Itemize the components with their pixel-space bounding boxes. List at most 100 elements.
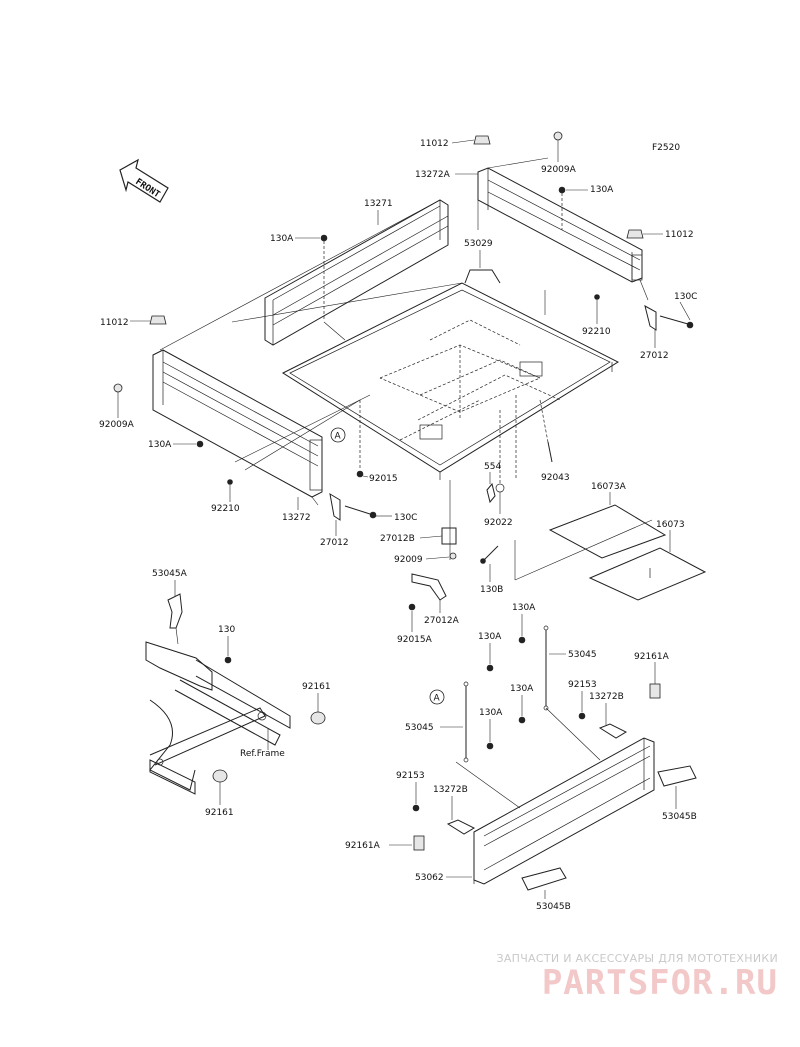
label-92161A-left: 92161A: [345, 841, 381, 851]
label-13272: 13272: [282, 513, 311, 523]
label-92043: 92043: [541, 473, 570, 483]
label-53045B-bottom: 53045B: [536, 902, 571, 912]
watermark-logo: PARTSFOR.RU: [541, 963, 778, 1003]
edge-line-2: [231, 282, 463, 323]
nut-92015: [356, 470, 364, 478]
label-92210-right: 92210: [582, 327, 611, 337]
label-130A-top-right: 130A: [590, 185, 614, 195]
mat-16073A: [548, 504, 667, 559]
label-92015: 92015: [369, 474, 398, 484]
front-panel-13272: [152, 349, 323, 506]
bolt-130B: [480, 545, 499, 564]
cap-11012-right: [626, 229, 644, 239]
pin-554: [486, 482, 496, 504]
bolt-130A-top-right: [558, 186, 566, 194]
nut-92153-left: [412, 804, 420, 812]
label-92161A-right: 92161A: [634, 652, 670, 662]
bolt-92043: [539, 399, 553, 463]
label-27012-right: 27012: [640, 351, 669, 361]
bolt-130A-m1: [518, 636, 526, 644]
label-53045B-right: 53045B: [662, 812, 697, 822]
nut-92210-right: [594, 294, 600, 300]
label-27012A: 27012A: [424, 616, 460, 626]
clip-92009A-left: [113, 383, 123, 393]
label-11012-left: 11012: [100, 318, 129, 328]
label-130-frame: 130: [218, 625, 235, 635]
edge-line-6: [244, 399, 361, 471]
mat-leader: [514, 519, 653, 581]
hinge-27012-right: [644, 305, 657, 331]
front-arrow-icon: FRONT: [119, 158, 169, 203]
label-11012-top: 11012: [420, 139, 449, 149]
bolt-130C-left: [344, 505, 377, 519]
bumper-92161A-left: [413, 835, 425, 851]
label-92153-right: 92153: [568, 680, 597, 690]
edge-line-7: [234, 394, 371, 463]
label-92009: 92009: [394, 555, 423, 565]
label-130A-m4: 130A: [479, 708, 503, 718]
plug-92161-bottom: [212, 769, 228, 783]
label-13271: 13271: [364, 199, 393, 209]
edge-line-1: [159, 199, 441, 351]
side-panel-13271: [264, 199, 449, 346]
callout-a-bottom: A: [429, 689, 445, 705]
watermark-caption: ЗАПЧАСТИ И АКСЕССУАРЫ ДЛЯ МОТОТЕХНИКИ: [496, 952, 778, 965]
label-554: 554: [484, 462, 501, 472]
frame-assembly: [145, 641, 291, 795]
bolt-130A-m3: [518, 716, 526, 724]
cable-53045-left: [463, 681, 469, 763]
label-92210-left: 92210: [211, 504, 240, 514]
label-16073: 16073: [656, 520, 685, 530]
label-130C-right: 130C: [674, 292, 697, 302]
label-53062: 53062: [415, 873, 444, 883]
label-130C-left: 130C: [394, 513, 417, 523]
tailgate-leader-1: [455, 761, 521, 809]
bolt-130A-m2: [486, 664, 494, 672]
label-16073A: 16073A: [591, 482, 627, 492]
cable-53045-right: [543, 625, 549, 711]
nut-92210-left: [227, 479, 233, 485]
label-13272B-left: 13272B: [433, 785, 468, 795]
bracket-27012B: [441, 527, 457, 545]
ref-frame-label: Ref.Frame: [240, 749, 285, 759]
mat-16073: [588, 547, 707, 601]
label-13272A: 13272A: [415, 170, 451, 180]
label-11012-right: 11012: [665, 230, 694, 240]
watermark: ЗАПЧАСТИ И АКСЕССУАРЫ ДЛЯ МОТОТЕХНИКИ PA…: [496, 952, 778, 1003]
latch-53045B-right: [657, 765, 697, 787]
bed-floor-53029: [281, 269, 620, 480]
label-53045-left: 53045: [405, 723, 434, 733]
bolt-130C-right: [659, 315, 694, 329]
label-92161-right: 92161: [302, 682, 331, 692]
clip-92009: [449, 552, 457, 560]
latch-53045B-bottom: [521, 867, 567, 891]
label-92009A-left: 92009A: [99, 420, 135, 430]
bolt-130A-left: [196, 440, 204, 448]
edge-line-4: [323, 321, 346, 341]
label-53045-right: 53045: [568, 650, 597, 660]
label-92022: 92022: [484, 518, 513, 528]
nut-92153-right: [578, 712, 586, 720]
edge-line-3: [487, 157, 549, 169]
handle-53045A: [167, 593, 183, 645]
cap-11012-left: [149, 315, 167, 325]
label-92153-left: 92153: [396, 771, 425, 781]
bolt-130A-top-left: [320, 234, 328, 242]
bolt-130A-m4: [486, 742, 494, 750]
clip-92009A-top: [553, 131, 563, 141]
label-130A-m3: 130A: [510, 684, 534, 694]
label-130A-left: 130A: [148, 440, 172, 450]
label-130A-m2: 130A: [478, 632, 502, 642]
label-53045A: 53045A: [152, 569, 188, 579]
label-27012B: 27012B: [380, 534, 415, 544]
label-92015A: 92015A: [397, 635, 433, 645]
label-130A-m1: 130A: [512, 603, 536, 613]
cap-11012-top: [473, 135, 491, 145]
tailgate-assembly: [446, 723, 655, 885]
tailgate-leader-2: [545, 707, 601, 761]
label-130A-top-left: 130A: [270, 234, 294, 244]
label-130B: 130B: [480, 585, 503, 595]
label-92009A-top: 92009A: [541, 165, 577, 175]
